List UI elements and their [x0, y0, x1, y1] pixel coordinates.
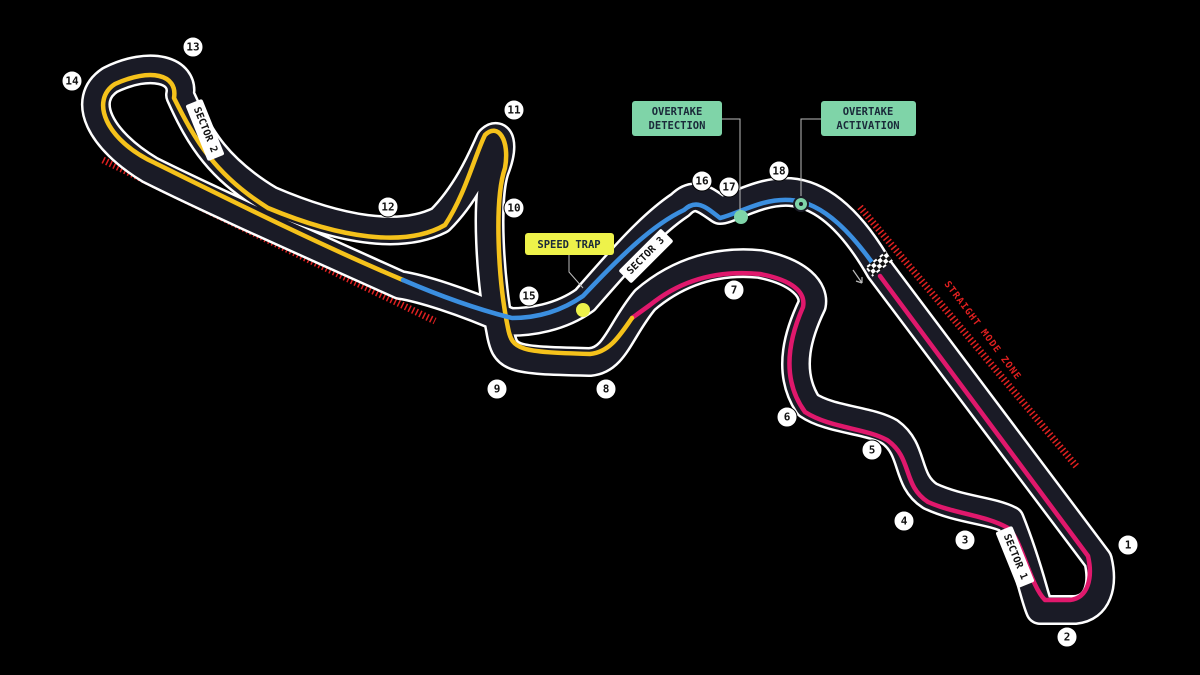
sector-3-line	[400, 197, 879, 321]
track	[80, 54, 1116, 625]
overtake-detection-marker	[734, 210, 748, 224]
turn-17: 17	[718, 176, 740, 198]
svg-text:4: 4	[901, 515, 908, 528]
turn-12: 12	[377, 196, 399, 218]
svg-text:12: 12	[381, 201, 394, 214]
turn-7: 7	[723, 279, 745, 301]
straight-mode-zone-dashes-main	[857, 204, 1080, 470]
turn-13: 13	[182, 36, 204, 58]
turn-2: 2	[1056, 626, 1078, 648]
turn-1: 1	[1117, 534, 1139, 556]
turn-18: 18	[768, 160, 790, 182]
turn-4: 4	[893, 510, 915, 532]
svg-text:6: 6	[784, 411, 791, 424]
svg-text:DETECTION: DETECTION	[649, 120, 706, 132]
svg-text:ACTIVATION: ACTIVATION	[836, 120, 899, 132]
direction-arrow-icon	[852, 269, 863, 284]
svg-text:5: 5	[869, 444, 876, 457]
svg-text:1: 1	[1125, 539, 1132, 552]
speed-trap-callout: SPEED TRAP	[525, 233, 614, 255]
svg-text:11: 11	[507, 104, 521, 117]
svg-text:3: 3	[962, 534, 969, 547]
turn-14: 14	[61, 70, 83, 92]
overtake-activation-callout: OVERTAKE ACTIVATION	[821, 101, 916, 136]
turn-9: 9	[486, 378, 508, 400]
turn-16: 16	[691, 170, 713, 192]
svg-text:OVERTAKE: OVERTAKE	[843, 106, 894, 118]
start-finish-line	[865, 251, 893, 277]
svg-text:14: 14	[65, 75, 79, 88]
svg-text:13: 13	[186, 41, 199, 54]
svg-text:18: 18	[772, 165, 785, 178]
svg-text:SPEED TRAP: SPEED TRAP	[537, 239, 600, 251]
speed-trap-leader	[568, 254, 584, 289]
turn-11: 11	[503, 99, 525, 121]
speed-trap-marker	[576, 303, 590, 317]
overtake-activation-marker-dot	[799, 202, 803, 206]
turn-10: 10	[503, 197, 525, 219]
overtake-detection-callout: OVERTAKE DETECTION	[632, 101, 722, 136]
turn-5: 5	[861, 439, 883, 461]
svg-text:7: 7	[731, 284, 738, 297]
turn-3: 3	[954, 529, 976, 551]
turn-15: 15	[518, 285, 540, 307]
svg-text:OVERTAKE: OVERTAKE	[652, 106, 703, 118]
svg-text:2: 2	[1064, 631, 1071, 644]
svg-text:17: 17	[722, 181, 735, 194]
turn-6: 6	[776, 406, 798, 428]
svg-text:9: 9	[494, 383, 501, 396]
svg-text:10: 10	[507, 202, 520, 215]
svg-text:16: 16	[695, 175, 709, 188]
overtake-activation-leader	[800, 118, 821, 200]
svg-text:8: 8	[603, 383, 610, 396]
sector-2-line	[100, 72, 635, 357]
turn-8: 8	[595, 378, 617, 400]
svg-text:15: 15	[522, 290, 535, 303]
